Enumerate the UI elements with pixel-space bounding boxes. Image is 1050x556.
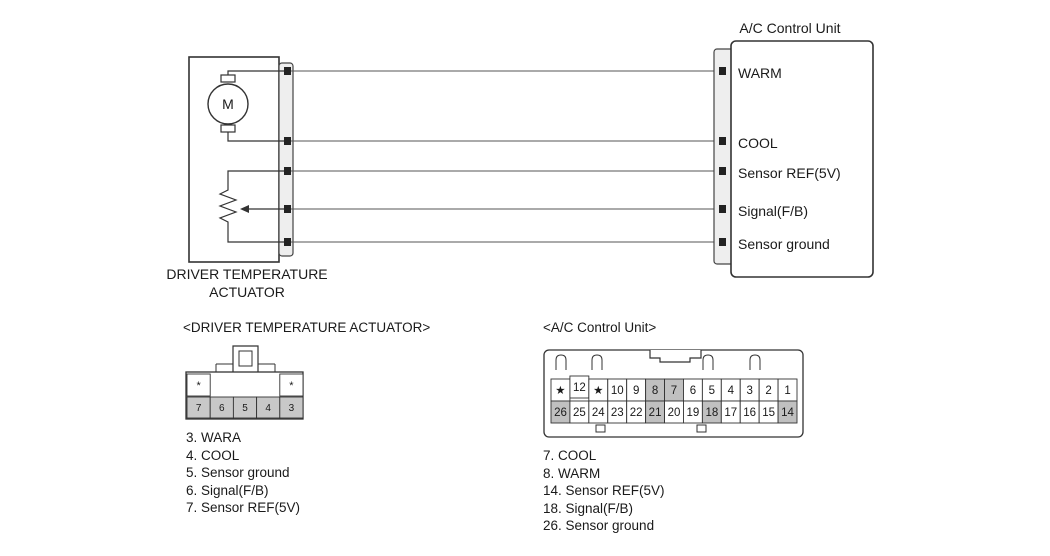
legend-item: 6. Signal(F/B)	[186, 482, 269, 498]
pin-number: 14	[781, 407, 794, 419]
actuator-block: M DRIVER TEMPERATURE ACTUATOR	[166, 56, 328, 300]
legend-item: 8. WARM	[543, 465, 601, 481]
unit-pin-signal: Signal(F/B)	[738, 203, 808, 219]
pin-number: 6	[219, 403, 225, 414]
pin-number: 7	[196, 403, 202, 414]
motor-label: M	[222, 96, 234, 112]
pin-number: 3	[289, 403, 295, 414]
actuator-pin-legend: 3. WARA 4. COOL 5. Sensor ground 6. Sign…	[186, 429, 300, 517]
pin-number: 23	[611, 407, 624, 419]
legend-item: 14. Sensor REF(5V)	[543, 483, 665, 498]
motor-icon	[207, 70, 288, 142]
pin-cell	[279, 396, 304, 419]
unit-title: A/C Control Unit	[739, 20, 840, 36]
legend-item: 5. Sensor ground	[186, 465, 290, 480]
pin-number: 9	[633, 385, 639, 397]
pin-number: 8	[652, 385, 658, 397]
actuator-connector: * * 7 6 5 4 3	[185, 345, 304, 420]
pin-number: 4	[728, 385, 735, 397]
unit-pin-sensor-ground: Sensor ground	[738, 236, 830, 252]
legend-item: 7. COOL	[543, 448, 597, 463]
pin-number: 26	[554, 407, 567, 419]
pin-number: 22	[630, 407, 643, 419]
legend-item: 7. Sensor REF(5V)	[186, 500, 301, 515]
potentiometer-icon	[218, 170, 288, 243]
legend-item: 26. Sensor ground	[543, 518, 655, 533]
pin-number: 3	[746, 385, 752, 397]
pin-number: 5	[242, 403, 248, 414]
pin-number: 6	[690, 385, 696, 397]
pin-number: 21	[649, 407, 662, 419]
pin-number: *	[289, 380, 294, 392]
actuator-connector-heading: <DRIVER TEMPERATURE ACTUATOR>	[183, 320, 430, 335]
pin-number: 2	[765, 385, 771, 397]
pin-number: 24	[592, 407, 605, 419]
pin-number: 20	[668, 407, 681, 419]
pin-number: 18	[705, 407, 718, 419]
pin-number: 17	[724, 407, 737, 419]
legend-item: 3. WARA	[186, 430, 242, 445]
pin-number: 19	[687, 407, 700, 419]
pin-number: 12	[573, 382, 586, 394]
unit-pin-warm: WARM	[738, 65, 782, 81]
pin-number: 25	[573, 407, 586, 419]
pin-number: *	[196, 380, 201, 392]
unit-pin-sensor-ref: Sensor REF(5V)	[738, 165, 841, 181]
wires	[291, 70, 719, 243]
pin-number: 15	[762, 407, 775, 419]
unit-pin-cool: COOL	[738, 135, 778, 151]
actuator-title-line2: ACTUATOR	[209, 284, 285, 300]
pin-number: ★	[593, 385, 603, 397]
pin-number: ★	[555, 385, 565, 397]
pin-number: 7	[671, 385, 677, 397]
pin-cell	[777, 400, 798, 424]
control-unit-block: A/C Control Unit WARM COOL Sensor REF(5V…	[713, 20, 874, 278]
unit-pin-legend: 7. COOL 8. WARM 14. Sensor REF(5V) 18. S…	[543, 447, 665, 535]
pin-number: 4	[265, 403, 271, 414]
unit-connector-heading: <A/C Control Unit>	[543, 320, 656, 335]
pin-number: 5	[709, 385, 715, 397]
pin-cell	[279, 373, 304, 397]
pin-number: 10	[611, 385, 624, 397]
legend-item: 18. Signal(F/B)	[543, 500, 634, 516]
legend-item: 4. COOL	[186, 447, 240, 463]
pin-number: 16	[743, 407, 756, 419]
actuator-title-line1: DRIVER TEMPERATURE	[166, 266, 327, 282]
pin-cell	[186, 373, 211, 397]
pin-number: 1	[784, 385, 790, 397]
